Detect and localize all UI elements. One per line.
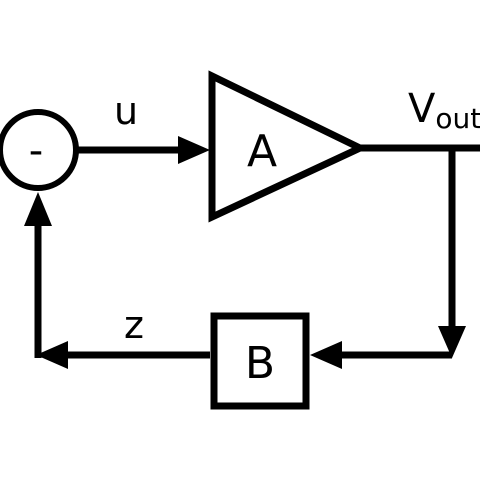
summing-junction-sign: - bbox=[29, 128, 43, 174]
feedback-block-label: B bbox=[245, 338, 275, 389]
arrowhead-down bbox=[438, 326, 466, 358]
arrowhead-into-amplifier bbox=[178, 136, 210, 164]
arrowhead-feedback-left bbox=[36, 341, 68, 369]
amplifier-triangle bbox=[208, 70, 369, 223]
arrowhead-into-junction bbox=[24, 192, 52, 226]
summing-junction bbox=[0, 109, 79, 191]
output-label-main: V bbox=[408, 86, 436, 132]
feedback-block bbox=[210, 312, 310, 410]
signal-z-label: z bbox=[124, 303, 144, 347]
arrowhead-into-feedback-block bbox=[310, 341, 342, 369]
amplifier-label: A bbox=[247, 126, 277, 177]
output-label-subscript: out bbox=[435, 102, 480, 135]
signal-u-label: u bbox=[114, 89, 138, 133]
output-label: Vout bbox=[408, 86, 480, 135]
